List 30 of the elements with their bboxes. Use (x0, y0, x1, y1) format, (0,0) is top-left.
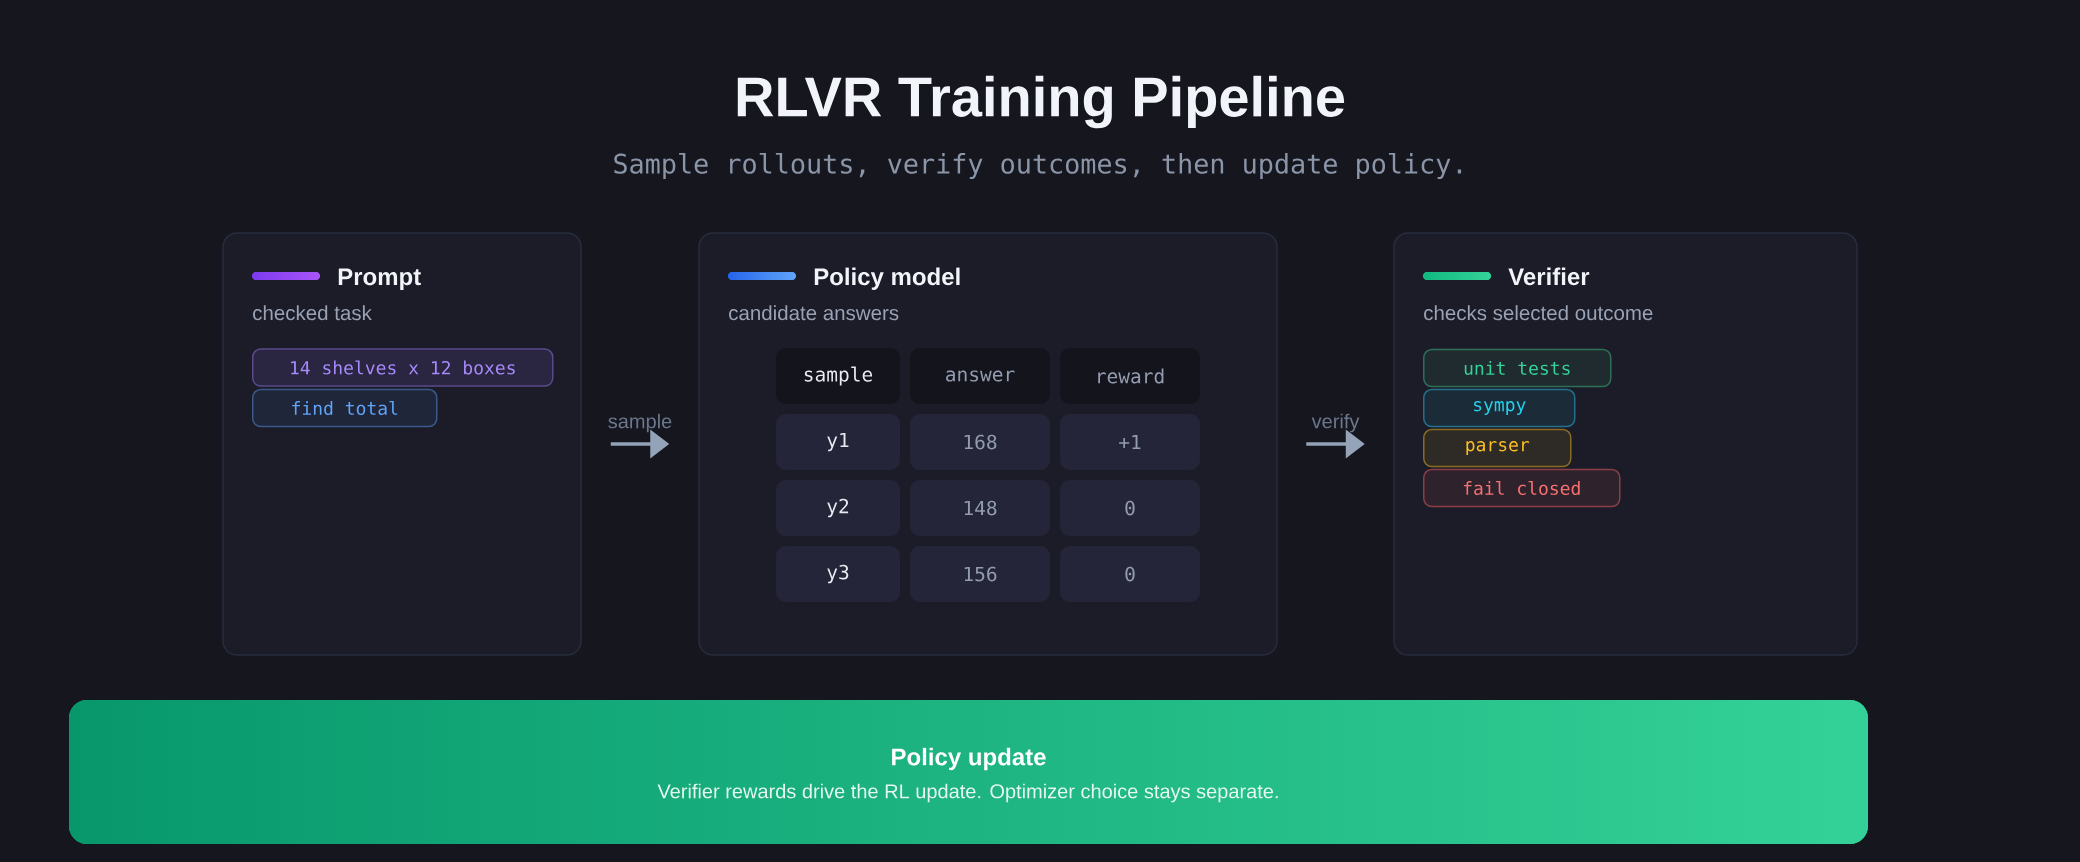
tag-chip: 14 shelves x 12 boxes (252, 348, 554, 387)
card-title: Policy model (814, 267, 960, 290)
card-text: checks selected outcome (1424, 305, 1653, 321)
edge-label: sample (608, 413, 672, 433)
table-cell: +1 (1060, 414, 1200, 470)
table-cell: y3 (776, 546, 900, 602)
table-cell: 0 (1060, 480, 1200, 536)
tag-chip: unit tests (1423, 348, 1612, 388)
table-cell: 168 (910, 414, 1050, 470)
table-cell: y2 (776, 480, 900, 536)
table-header-cell: reward (1060, 348, 1200, 404)
table-cell: y1 (776, 414, 900, 470)
tag-chip: find total (252, 388, 438, 428)
table-header-cell: answer (910, 348, 1050, 404)
tag-chip: parser (1423, 428, 1572, 468)
subtitle: Sample rollouts, verify outcomes, then update policy. (614, 152, 1462, 180)
edge-label: verify (1311, 413, 1360, 433)
title: RLVR Training Pipeline (737, 75, 1345, 129)
table-cell: 0 (1060, 546, 1200, 602)
banner-text: Verifier rewards drive the RL update. Optimizer choice stays separate. (657, 783, 1278, 803)
table-header-cell: sample (776, 348, 900, 404)
table-cell: 156 (910, 546, 1050, 602)
tag-chip: sympy (1423, 388, 1576, 428)
tag-chip: fail closed (1423, 468, 1621, 508)
card-title: Prompt (338, 268, 421, 290)
banner-title: Policy update (892, 747, 1046, 771)
table-cell: 148 (910, 480, 1050, 536)
card-text: checked task (253, 305, 372, 321)
card-text: candidate answers (729, 305, 899, 321)
card-title: Verifier (1508, 267, 1590, 286)
